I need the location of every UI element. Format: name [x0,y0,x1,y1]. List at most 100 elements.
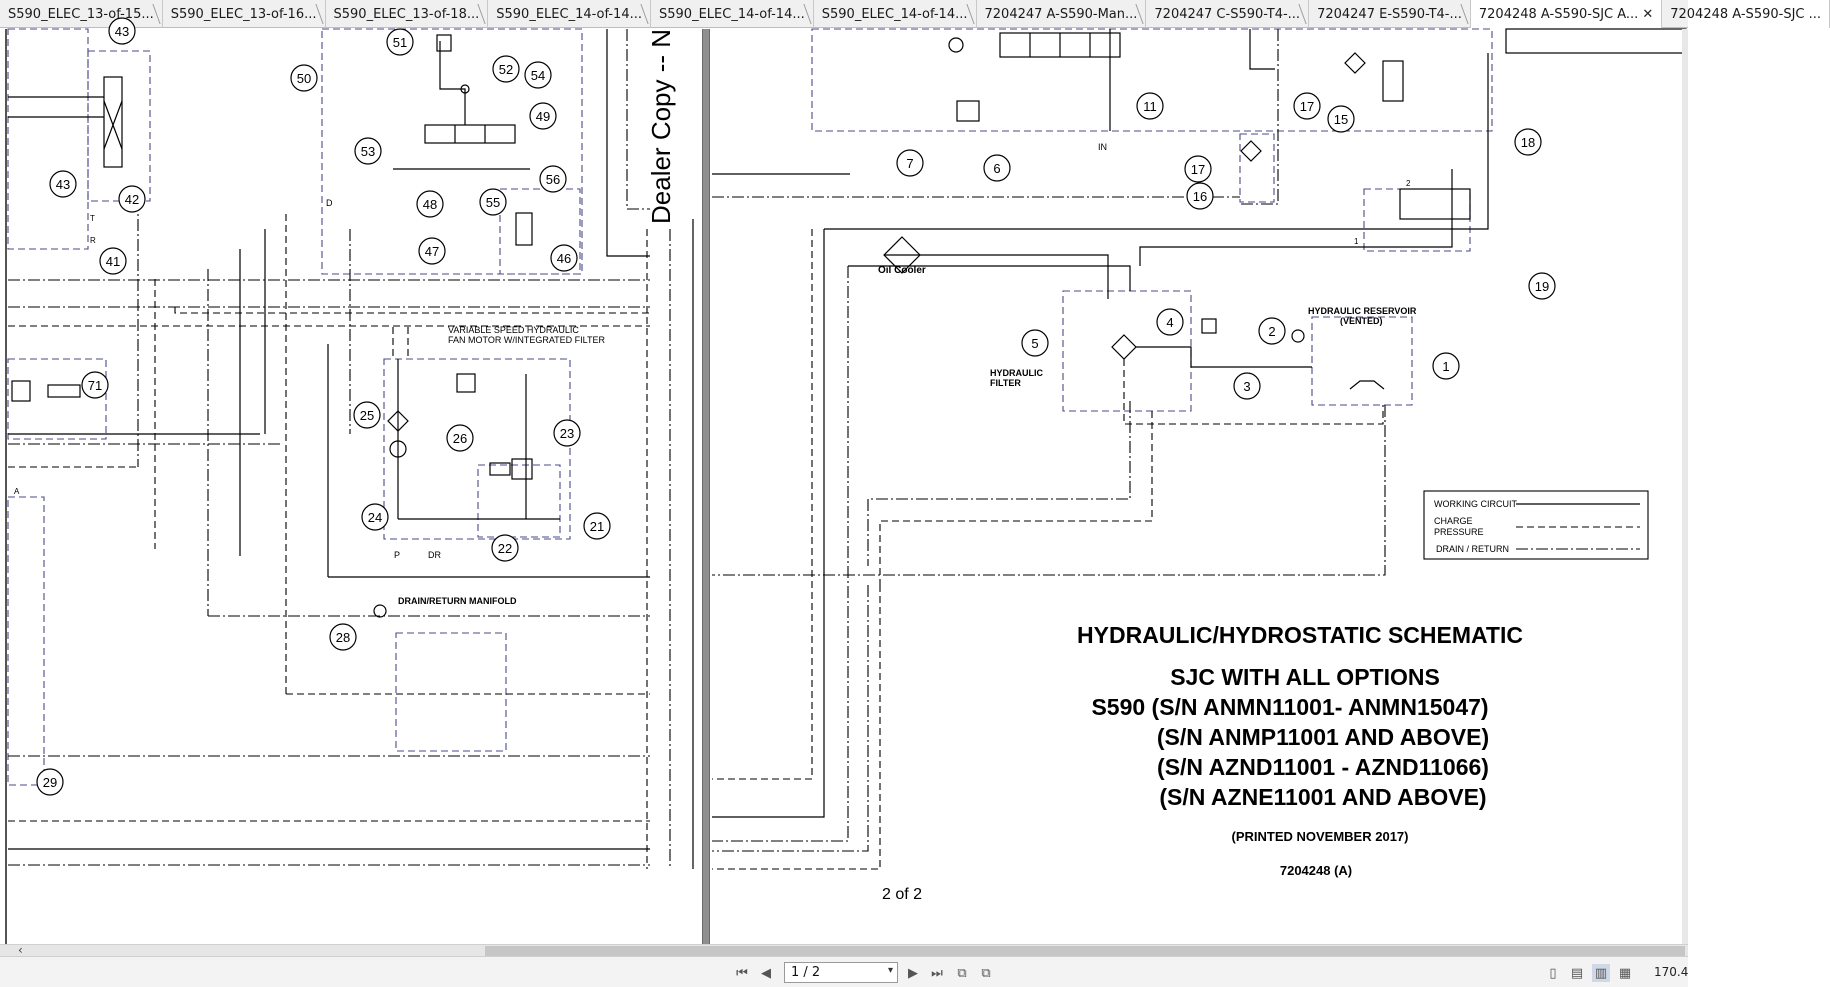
callout-circle [550,244,578,272]
callout-circle [1293,92,1321,120]
printed-date: (PRINTED NOVEMBER 2017) [1232,829,1409,844]
tab-label: S590_ELEC_13-of-15... [8,6,154,22]
legend-drain-return: DRAIN / RETURN [1436,544,1509,554]
callout-circle [1186,182,1214,210]
tab-label: S590_ELEC_14-of-14... [659,6,805,22]
callout-circle [353,401,381,429]
label-reservoir-1: HYDRAULIC RESERVOIR [1308,306,1417,316]
copy-page-icon[interactable]: ⧉ [957,965,967,981]
callout-circle [896,149,924,177]
part-number: 7204248 (A) [1280,863,1352,878]
callout-circle [1136,92,1164,120]
callout-circle [529,102,557,130]
label-port-r: R [90,236,96,245]
tab-doc-11[interactable]: 7204248 A-S590-SJC ... [1662,0,1830,28]
prev-page-icon[interactable]: ◀ [761,965,771,981]
next-page-icon[interactable]: ▶ [908,965,918,981]
callout-number: 42 [125,192,139,207]
label-drain-manifold: DRAIN/RETURN MANIFOLD [398,596,517,606]
schematic-title: HYDRAULIC/HYDROSTATIC SCHEMATIC [1077,622,1523,648]
callout-circle [81,371,109,399]
tab-label: 7204248 A-S590-SJC A... [1478,6,1639,22]
tab-doc-1[interactable]: S590_ELEC_13-of-15... [0,0,172,28]
last-page-icon[interactable]: ⏭ [931,965,943,981]
callout-circle [329,623,357,651]
callout-number: 6 [993,161,1000,176]
callout-circle [1233,372,1261,400]
callout-number: 25 [360,408,374,423]
tab-doc-2[interactable]: S590_ELEC_13-of-16... [163,0,335,28]
first-page-icon[interactable]: ⏮ [736,965,748,981]
callout-circle [539,165,567,193]
callout-circle [386,28,414,56]
callout-circle [1021,329,1049,357]
tab-doc-5[interactable]: S590_ELEC_14-of-14... [651,0,823,28]
callout-circle [492,55,520,83]
label-port-t: T [90,214,95,223]
tab-label: 7204247 C-S590-T4-... [1154,6,1301,22]
tab-doc-8[interactable]: 7204247 C-S590-T4-... [1146,0,1318,28]
title-line-3: (S/N ANMP11001 AND ABOVE) [1157,724,1489,750]
single-page-view-icon[interactable]: ▯ [1549,965,1557,981]
tab-doc-10-active[interactable]: 7204248 A-S590-SJC A...✕ [1470,0,1663,28]
two-page-view-icon[interactable]: ▥ [1592,964,1610,982]
tab-bar: S590_ELEC_13-of-15... S590_ELEC_13-of-16… [0,0,1830,28]
callout-number: 23 [560,426,574,441]
page-number-select[interactable]: 1 / 2 ▾ [784,962,898,983]
callout-number: 71 [88,378,102,393]
callout-number: 43 [56,177,70,192]
continuous-view-icon[interactable]: ▤ [1570,965,1584,981]
callout-circle [416,190,444,218]
label-oil-cooler: Oil Cooler [878,265,926,276]
tab-label: S590_ELEC_13-of-18... [333,6,480,22]
legend-working-circuit: WORKING CIRCUIT [1434,499,1517,509]
horizontal-scrollbar[interactable]: ‹ [0,943,1688,957]
zoom-level[interactable]: 170.4 [1654,965,1689,979]
callout-number: 15 [1334,112,1348,127]
title-line-1: SJC WITH ALL OPTIONS [1170,664,1440,690]
tab-doc-9[interactable]: 7204247 E-S590-T4-... [1309,0,1480,28]
callout-number: 43 [115,24,129,39]
label-filter-1: HYDRAULIC [990,368,1043,378]
callout-number: 17 [1191,162,1205,177]
callout-number: 56 [546,172,560,187]
tab-label: 7204247 A-S590-Man... [984,6,1138,22]
callout-number: 4 [1166,315,1173,330]
label-filter-2: FILTER [990,378,1021,388]
tab-doc-6[interactable]: S590_ELEC_14-of-14... [814,0,986,28]
tab-label: S590_ELEC_14-of-14... [821,6,968,22]
tab-doc-7[interactable]: 7204247 A-S590-Man... [977,0,1156,28]
label-port-d: D [326,198,333,208]
callout-number: 24 [368,510,382,525]
tab-doc-3[interactable]: S590_ELEC_13-of-18... [326,0,497,28]
label-variable-fan-2: FAN MOTOR W/INTEGRATED FILTER [448,335,606,345]
tab-doc-4[interactable]: S590_ELEC_14-of-14... [488,0,660,28]
callout-number: 28 [336,630,350,645]
close-icon[interactable]: ✕ [1642,6,1654,22]
callout-number: 48 [423,197,437,212]
vertical-scrollbar[interactable] [1682,29,1688,944]
callout-circle [1156,308,1184,336]
callout-number: 3 [1243,379,1250,394]
document-canvas[interactable]: .sol { stroke: #000; stroke-width: 1.2; … [0,17,1688,944]
paste-page-icon[interactable]: ⧉ [981,965,991,981]
tab-label: S590_ELEC_14-of-14... [496,6,642,22]
label-port-p: P [394,550,400,560]
scroll-thumb[interactable] [485,946,1685,956]
label-port-dr: DR [428,550,441,560]
tab-label: S590_ELEC_13-of-16... [170,6,317,22]
callout-circle [1184,155,1212,183]
two-page-continuous-view-icon[interactable]: ▦ [1618,965,1632,981]
callout-circle [99,247,127,275]
callout-number: 46 [557,251,571,266]
label-variable-fan-1: VARIABLE SPEED HYDRAULIC [448,325,579,335]
legend-charge-line2: PRESSURE [1434,527,1484,537]
callout-number: 18 [1521,135,1535,150]
callout-number: 16 [1193,189,1207,204]
page-divider [702,29,710,944]
label-port-1: 1 [1354,237,1359,246]
scroll-left-arrow-icon[interactable]: ‹ [18,943,23,957]
callout-number: 51 [393,35,407,50]
